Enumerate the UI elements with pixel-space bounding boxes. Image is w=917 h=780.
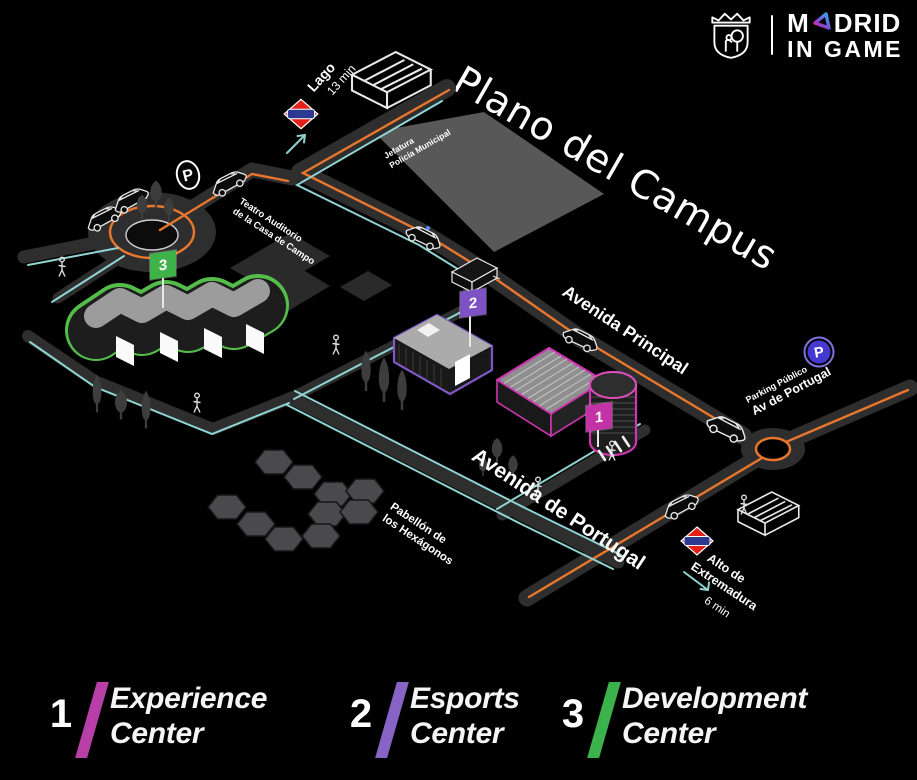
road-hexagons (284, 391, 625, 569)
play-triangle-icon (813, 11, 831, 30)
parking-icon-blue: P (803, 336, 835, 368)
legend-slash (587, 682, 621, 758)
legend-number: 2 (349, 692, 373, 736)
building-development-center (65, 274, 289, 366)
roundabout-portugal (741, 428, 805, 470)
legend-slash (75, 682, 109, 758)
hexagons-pavilion (207, 449, 385, 552)
arrow-alto-icon (683, 571, 710, 591)
metro-entrance-alto-icon (737, 491, 800, 537)
pedestrian-icon (57, 256, 67, 278)
flag-pole (469, 315, 471, 347)
flag-pole (597, 428, 599, 447)
marker-development-center: 3 (150, 250, 176, 280)
marker-esports-center: 2 (460, 288, 486, 318)
legend-slash (375, 682, 409, 758)
parking-icon-white: P (175, 160, 201, 190)
brand-line2: IN GAME (787, 35, 903, 62)
marker-experience-center: 1 (586, 402, 612, 432)
building-experience-center (495, 346, 638, 457)
svg-text:P: P (813, 344, 826, 361)
pedestrian-icon (331, 334, 341, 356)
bus-shelter (450, 257, 501, 294)
cars (83, 166, 750, 523)
brand-m: M (787, 7, 810, 38)
road-lower-left (22, 330, 297, 435)
legend-item-experience: 1 Experience Center (44, 682, 267, 758)
arrow-lago-icon (286, 134, 306, 154)
madrid-in-game-logo: M DRID IN GAME (787, 10, 903, 61)
logo-divider (771, 15, 774, 55)
svg-text:P: P (181, 166, 196, 185)
campus-map: P P (17, 50, 917, 607)
legend-number: 3 (561, 692, 585, 736)
legend-label: Esports Center (410, 682, 520, 750)
flag-pole (162, 278, 164, 308)
zebra-crossing (597, 435, 631, 462)
legend-item-development: 3 Development Center (556, 682, 807, 758)
pedestrian-icon (192, 392, 202, 414)
walk-arrows (286, 134, 710, 591)
metro-sign-lago-icon (283, 98, 319, 130)
legend-label: Development Center (622, 682, 808, 750)
jefatura-policia-block (374, 112, 604, 252)
police-car-icon (402, 221, 445, 255)
bus-lane-orange (158, 88, 910, 599)
legend-item-esports: 2 Esports Center (344, 682, 520, 758)
legend-number: 1 (49, 692, 73, 736)
madrid-city-logo (711, 12, 751, 59)
building-esports-center (392, 313, 494, 396)
legend-label: Experience Center (110, 682, 268, 750)
brand-drid: DRID (833, 7, 902, 38)
header-brand: M DRID IN GAME (705, 8, 903, 62)
